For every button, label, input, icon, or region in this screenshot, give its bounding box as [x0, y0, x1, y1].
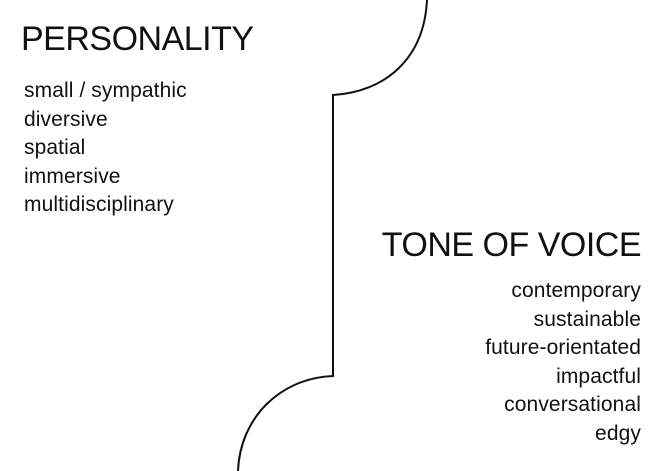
tone-of-voice-heading: TONE OF VOICE — [381, 226, 642, 264]
tone-of-voice-item: impactful — [556, 364, 641, 388]
personality-item: diversive — [24, 107, 108, 131]
personality-section: PERSONALITY small / sympathic diversive … — [21, 19, 322, 220]
tone-of-voice-section: TONE OF VOICE contemporary sustainable f… — [321, 225, 642, 448]
tone-of-voice-list: contemporary sustainable future-orientat… — [321, 277, 641, 448]
personality-list: small / sympathic diversive spatial imme… — [24, 77, 322, 220]
tone-of-voice-item: conversational — [504, 393, 641, 416]
personality-item: multidisciplinary — [24, 193, 174, 216]
tone-of-voice-item: sustainable — [533, 307, 641, 331]
tone-of-voice-item: contemporary — [511, 279, 641, 302]
personality-item: spatial — [24, 136, 86, 159]
personality-heading: PERSONALITY — [21, 20, 254, 58]
personality-item: immersive — [24, 164, 121, 188]
tone-of-voice-item: future-orientated — [485, 336, 641, 359]
tone-of-voice-item: edgy — [595, 421, 641, 445]
personality-item: small / sympathic — [24, 79, 187, 102]
